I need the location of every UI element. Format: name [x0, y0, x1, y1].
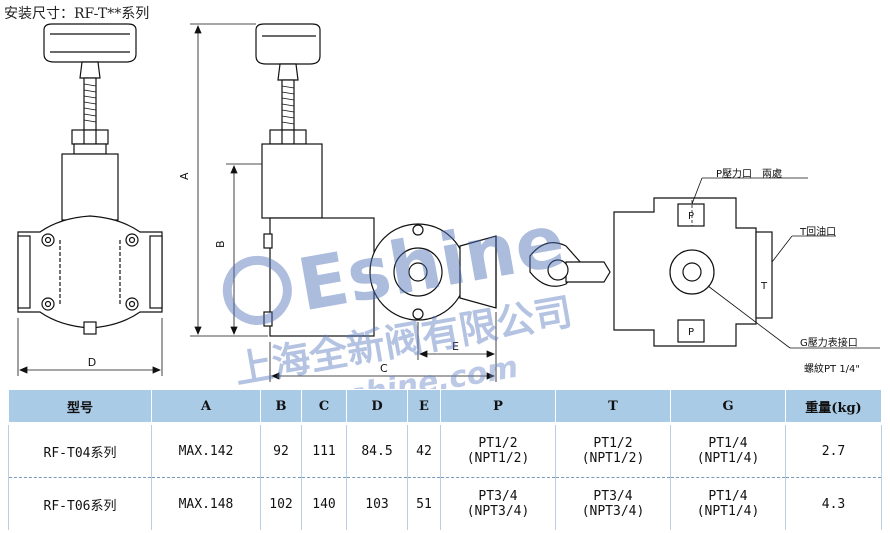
- table-row: RF-T04系列 MAX.142 92 111 84.5 42 PT1/2(NP…: [8, 423, 882, 478]
- cell-p-line1: PT1/2: [478, 436, 518, 451]
- side-view: [190, 23, 497, 382]
- cell-g: PT1/4(NPT1/4): [670, 477, 786, 530]
- col-t: T: [555, 389, 671, 425]
- valve-drawing: D A B C E P P T P壓力口 兩處 T回油口 G壓力表接口 螺紋PT…: [17, 23, 880, 382]
- p-mark-top: P: [688, 211, 694, 222]
- dim-e-label: E: [452, 340, 459, 353]
- cell-a: MAX.148: [151, 477, 261, 530]
- col-c: C: [301, 389, 347, 425]
- col-model: 型号: [8, 389, 152, 425]
- t-mark: T: [760, 281, 768, 292]
- cell-c: 140: [301, 477, 347, 530]
- cell-t-line1: PT1/2: [593, 436, 633, 451]
- cell-model: RF-T06系列: [8, 477, 152, 530]
- p-port-label: P壓力口 兩處: [716, 167, 782, 180]
- p-mark-bottom: P: [688, 327, 694, 338]
- dim-b-label: B: [214, 240, 227, 248]
- cell-t-line2: (NPT3/4): [581, 504, 645, 519]
- cell-d: 84.5: [346, 423, 408, 478]
- cell-b: 92: [260, 423, 302, 478]
- cell-p: PT3/4(NPT3/4): [440, 477, 556, 530]
- g-port-label: G壓力表接口: [800, 336, 858, 349]
- page-title: 安装尺寸：RF-T**系列: [4, 6, 150, 22]
- col-g: G: [670, 389, 786, 425]
- table-row: RF-T06系列 MAX.148 102 140 103 51 PT3/4(NP…: [8, 477, 882, 530]
- cell-g-line1: PT1/4: [708, 489, 748, 504]
- cell-e: 42: [407, 423, 441, 478]
- g-thread-label: 螺紋PT 1/4": [804, 362, 860, 375]
- cell-weight: 2.7: [785, 423, 882, 478]
- cell-t-line2: (NPT1/2): [581, 451, 645, 466]
- dim-d-label: D: [88, 356, 96, 369]
- cell-weight: 4.3: [785, 477, 882, 530]
- spec-table: 型号 A B C D E P T G 重量(kg) RF-T04系列 MAX.1…: [8, 389, 882, 530]
- col-b: B: [260, 389, 302, 425]
- cell-g-line2: (NPT1/4): [696, 504, 760, 519]
- cell-p-line2: (NPT3/4): [466, 504, 530, 519]
- cell-p-line2: (NPT1/2): [466, 451, 530, 466]
- cell-t: PT3/4(NPT3/4): [555, 477, 671, 530]
- cell-p-line1: PT3/4: [478, 489, 518, 504]
- t-port-label: T回油口: [799, 225, 836, 238]
- cell-g: PT1/4(NPT1/4): [670, 423, 786, 478]
- table-header-row: 型号 A B C D E P T G 重量(kg): [8, 389, 882, 425]
- cell-g-line2: (NPT1/4): [696, 451, 760, 466]
- col-a: A: [151, 389, 261, 425]
- top-view: [529, 177, 880, 349]
- cell-p: PT1/2(NPT1/2): [440, 423, 556, 478]
- front-view: [17, 23, 163, 376]
- dim-a-label: A: [178, 172, 191, 180]
- cell-c: 111: [301, 423, 347, 478]
- col-d: D: [346, 389, 408, 425]
- cell-d: 103: [346, 477, 408, 530]
- cell-g-line1: PT1/4: [708, 436, 748, 451]
- cell-b: 102: [260, 477, 302, 530]
- col-e: E: [407, 389, 441, 425]
- dim-c-label: C: [380, 362, 388, 375]
- cell-model: RF-T04系列: [8, 423, 152, 478]
- cell-a: MAX.142: [151, 423, 261, 478]
- col-p: P: [440, 389, 556, 425]
- col-weight: 重量(kg): [785, 389, 882, 425]
- cell-e: 51: [407, 477, 441, 530]
- cell-t-line1: PT3/4: [593, 489, 633, 504]
- cell-t: PT1/2(NPT1/2): [555, 423, 671, 478]
